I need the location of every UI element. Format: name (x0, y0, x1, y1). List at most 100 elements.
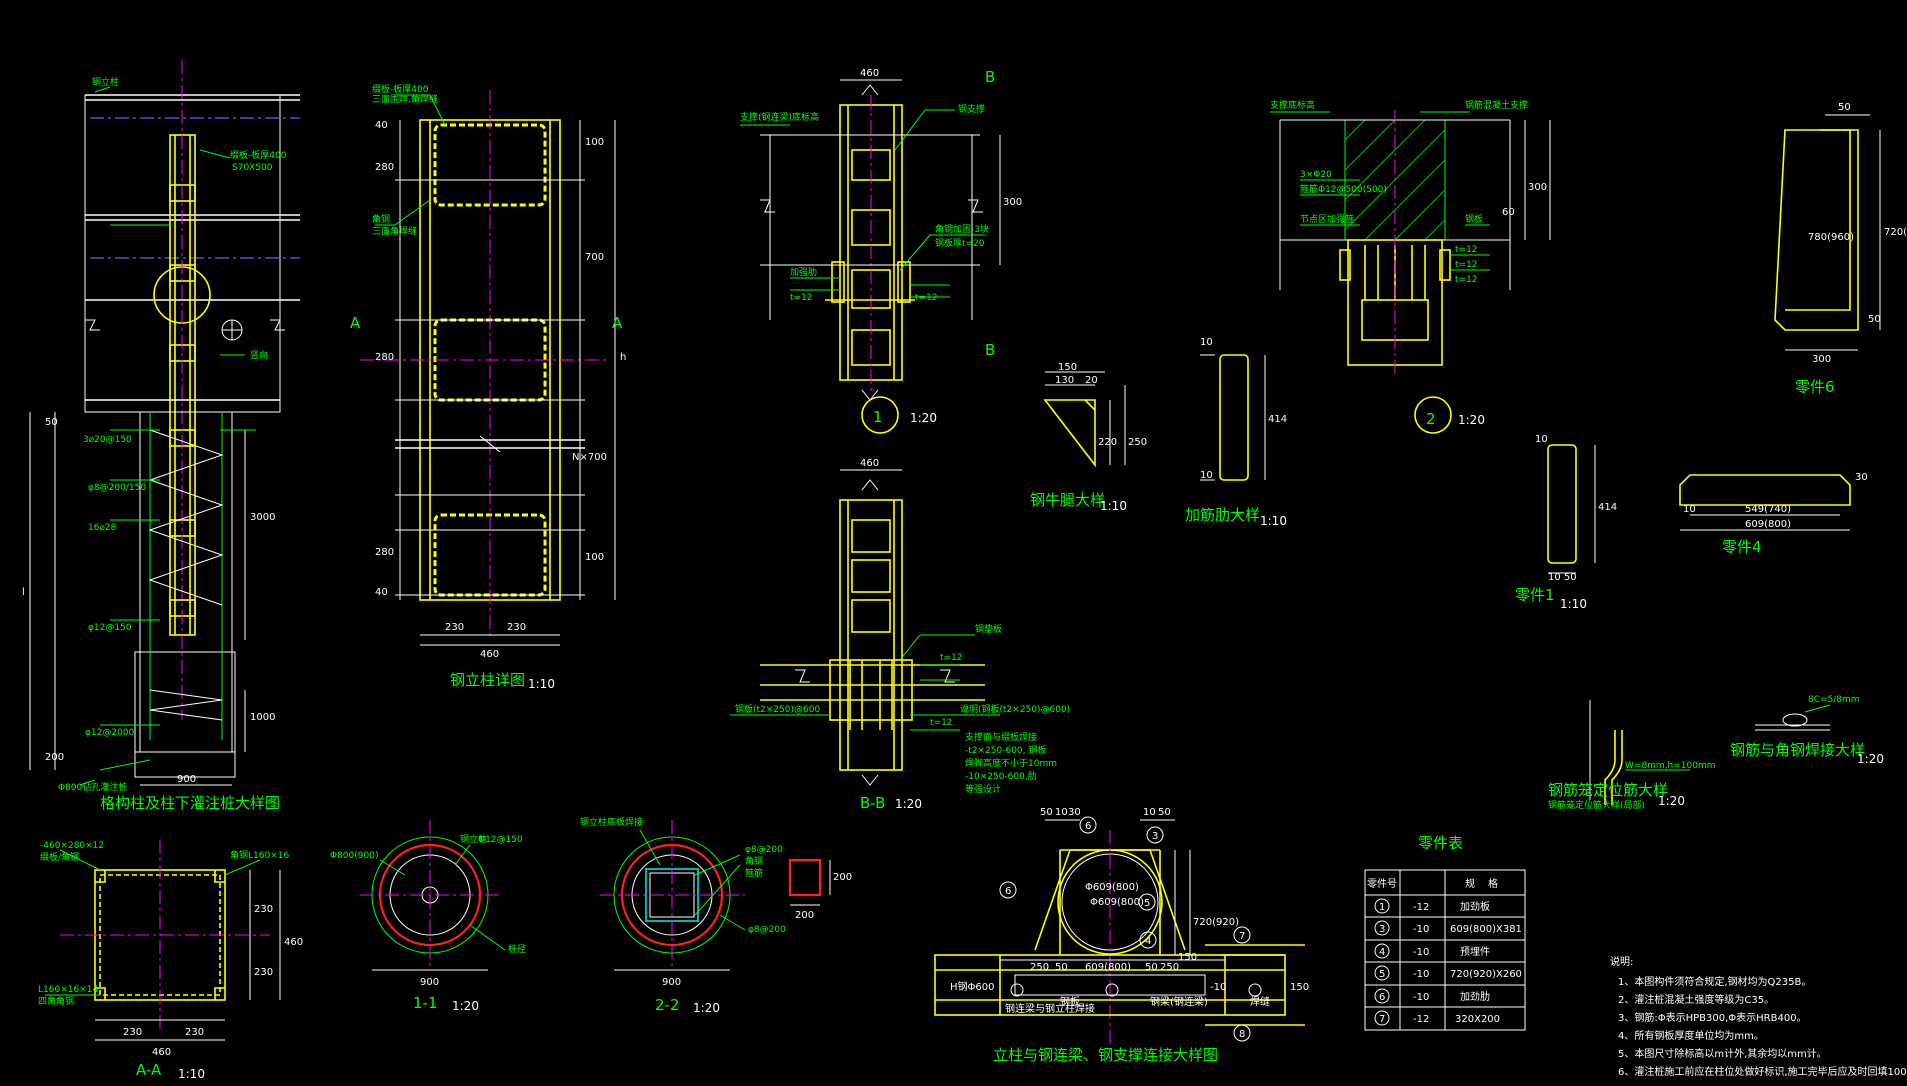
dim-col-ncol: N×700 (572, 452, 607, 463)
table-row-thk: -10 (1413, 924, 1429, 935)
scale-part-1: 1:10 (1560, 597, 1587, 611)
dim-col-40a: 40 (375, 120, 388, 131)
dim-bracket-130: 130 (1055, 375, 1074, 386)
table-row-no: 1 (1379, 902, 1385, 913)
ann-bb-c: 钢板(t2×250)@600 (735, 703, 820, 715)
table-row-spec: 720(920)X260 (1450, 969, 1522, 980)
ann-pile-g: φ12@150 (88, 623, 132, 633)
ann-rb-a: W=8mm,h=100mm (1625, 761, 1716, 771)
ann-bb-h: 焊脚高度不小于10mm (965, 757, 1057, 769)
dim-col-280a: 280 (375, 162, 394, 173)
title-parts-table: 零件表 (1418, 834, 1463, 852)
dim-part6-780: 780(960) (1808, 232, 1854, 243)
dim-conn-50d: 50 (1145, 962, 1158, 973)
parts-table-grid (1364, 869, 1526, 1031)
ann-bb-g: -t2×250-600, 钢板 (965, 744, 1046, 756)
ann-bb-j: 等强设计 (965, 783, 1001, 795)
dim-col-280b: 280 (375, 352, 394, 363)
notes-item: 4、所有钢板厚度单位均为mm。 (1618, 1029, 1764, 1042)
scale-node-1: 1:20 (910, 411, 937, 425)
dim-conn-10a: 10 (1055, 807, 1068, 818)
dim-conn-dia: Φ609(800) (1085, 882, 1139, 893)
ann-bb-i: -10×250-600,肋 (965, 771, 1037, 782)
ann-n1-d: 钢板厚t=20 (935, 237, 985, 249)
connection-detail (934, 819, 1305, 1050)
dim-conn-150a: 150 (1290, 982, 1309, 993)
dim-conn-250a: 250 (1030, 962, 1049, 973)
dim-conn-250b: 250 (1160, 962, 1179, 973)
title-bracket: 钢牛腿大样 (1030, 491, 1105, 509)
marker-node-2: 2 (1426, 410, 1436, 428)
scale-section-aa: 1:10 (178, 1067, 205, 1081)
rebar-bent (1589, 700, 1690, 805)
dim-conn-50c: 50 (1055, 962, 1068, 973)
dim-pile-1000: 1000 (250, 712, 275, 723)
dim-part6-50b: 50 (1868, 314, 1881, 325)
ann-pile-h: φ12@2000 (85, 728, 135, 738)
ann-n2-i: t=12 (1455, 275, 1478, 285)
dim-col-half-right: 230 (507, 622, 526, 633)
ann-pile-f: 16⌀28 (88, 523, 117, 533)
dim-stiff-10b: 10 (1200, 470, 1213, 481)
dim-aa-230d: 230 (254, 967, 273, 978)
ann-s22-b: φ8@200 (745, 845, 783, 855)
title-rebar-bent: 钢筋笼定位筋大样 (1548, 781, 1668, 799)
notes-item: 2、灌注桩混凝土强度等级为C35。 (1618, 993, 1774, 1006)
dim-aa-230a: 230 (123, 1027, 142, 1038)
dim-part1-50: 10 50 (1548, 572, 1577, 583)
ann-rb-b: 钢筋笼定位筋大样(局部) (1548, 799, 1645, 811)
dim-aa-460b: 460 (284, 937, 303, 948)
dim-col-half-left: 230 (445, 622, 464, 633)
marker-b-bottom: B (985, 341, 995, 359)
scale-bracket: 1:10 (1100, 499, 1127, 513)
ann-pile-a: 钢立柱 (92, 76, 119, 88)
marker-b-top: B (985, 68, 995, 86)
title-part-1: 零件1 (1515, 586, 1555, 604)
node-2-detail (1270, 110, 1551, 434)
title-section-aa: A-A (136, 1061, 162, 1079)
title-section-11: 1-1 (413, 994, 438, 1012)
table-row-no: 5 (1379, 969, 1385, 980)
ann-s11-b: 钢立柱 (460, 833, 487, 845)
dim-part1-10: 10 (1535, 434, 1548, 445)
ann-n1-c: 角钢加固-3块 (935, 223, 989, 235)
dim-stiff-10a: 10 (1200, 337, 1213, 348)
callout-6-left: 6 (1005, 886, 1011, 897)
dim-aa-230b: 230 (185, 1027, 204, 1038)
dim-col-h: h (620, 352, 626, 363)
section-bb (730, 469, 1000, 786)
ann-conn-d: H钢Φ600 (950, 980, 994, 993)
ann-n2-f: 钢板 (1465, 213, 1483, 225)
ann-s11-d: 桩径 (508, 943, 526, 955)
dim-s22-box: 200 (795, 910, 814, 921)
ann-n1-f: t=12 (790, 293, 813, 303)
callout-4: 4 (1145, 936, 1151, 947)
dim-conn-50b: 50 (1158, 807, 1171, 818)
table-row-no: 7 (1379, 1014, 1385, 1025)
notes-item: 1、本图构件须符合规定,钢材均为Q235B。 (1618, 975, 1811, 988)
scale-stiffener: 1:10 (1260, 514, 1287, 528)
ann-bb-f: 支撑面与缀板焊接 (965, 731, 1037, 743)
ann-n2-h: t=12 (1455, 260, 1478, 270)
ann-s22-a: 钢立柱底板焊接 (580, 816, 643, 828)
callout-7: 7 (1239, 931, 1245, 942)
part-4 (1679, 474, 1851, 531)
ann-n2-c: 3×Φ20 (1300, 170, 1332, 180)
callout-3: 3 (1152, 831, 1158, 842)
ann-n2-g: t=12 (1455, 245, 1478, 255)
ann-conn-c: -10 (1210, 982, 1226, 993)
callout-6-top: 6 (1085, 821, 1091, 832)
ann-s22-d: 箍筋 (745, 867, 763, 879)
table-row-thk: -10 (1413, 992, 1429, 1003)
section-22 (600, 820, 831, 971)
section-11 (360, 820, 506, 971)
table-row-no: 3 (1379, 924, 1385, 935)
scale-section-bb: 1:20 (895, 797, 922, 811)
title-section-22: 2-2 (655, 996, 680, 1014)
ann-bb-e: 说明(钢板(t2×250)@600) (960, 703, 1070, 715)
ann-n1-a: 支撑(钢连梁)底标高 (740, 111, 819, 123)
ann-bb-a: 钢垫板 (975, 623, 1002, 635)
ann-col-a2: 三面围焊,角焊缝 (372, 93, 438, 105)
ann-col-b: 角钢 (372, 213, 390, 225)
